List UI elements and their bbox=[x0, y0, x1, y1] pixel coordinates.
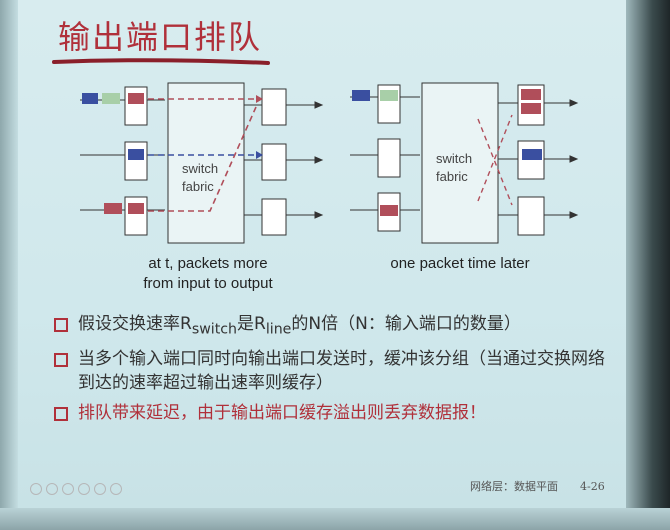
right-edge-shadow bbox=[626, 0, 670, 530]
packet-green bbox=[102, 93, 120, 104]
caption-left-line1: at t, packets more bbox=[148, 255, 268, 272]
switch-fabric-right bbox=[421, 82, 499, 244]
caption-left: at t, packets more from input to output bbox=[118, 254, 298, 294]
fabric-label-right-1: switch bbox=[436, 151, 472, 166]
bullet-2-text: 当多个输入端口同时向输出端口发送时，缓冲该分组（当通过交换网络到达的速率超过输出… bbox=[78, 349, 605, 394]
bullet-box-icon bbox=[54, 407, 68, 422]
output-port-3 bbox=[517, 196, 545, 236]
fabric-label-left-1: switch bbox=[182, 161, 218, 176]
bullet-box-icon bbox=[54, 318, 68, 332]
bullet-list: 假设交换速率Rswitch是Rline的N倍（N：输入端口的数量） 当多个输入端… bbox=[54, 312, 614, 431]
bullet-2: 当多个输入端口同时向输出端口发送时，缓冲该分组（当通过交换网络到达的速率超过输出… bbox=[54, 347, 614, 395]
packet-blue bbox=[82, 93, 98, 104]
left-edge-shadow bbox=[0, 0, 18, 530]
bullet-1-tail: 的N倍（N：输入端口的数量） bbox=[291, 314, 521, 334]
nav-next-icon[interactable] bbox=[78, 483, 90, 495]
packet-green bbox=[380, 90, 398, 101]
caption-right-text: one packet time later bbox=[390, 255, 530, 272]
output-port-1 bbox=[261, 88, 287, 126]
title-underline bbox=[52, 58, 270, 65]
output-queueing-diagram: switch fabric switch fabric bbox=[80, 82, 579, 244]
bottom-strip bbox=[0, 508, 670, 530]
bullet-1-sub2: line bbox=[265, 321, 292, 338]
bullet-1-text: 假设交换速率R bbox=[78, 314, 192, 334]
packet-blue bbox=[128, 149, 144, 160]
nav-last-icon[interactable] bbox=[94, 483, 106, 495]
bullet-1-sub1: switch bbox=[191, 321, 238, 338]
bullet-1-mid: 是R bbox=[237, 314, 266, 334]
bullet-3-text: 排队带来延迟，由于输出端口缓存溢出则丢弃数据报！ bbox=[78, 403, 486, 424]
output-port-3 bbox=[261, 198, 287, 236]
packet-red bbox=[128, 203, 144, 214]
bullet-1: 假设交换速率Rswitch是Rline的N倍（N：输入端口的数量） bbox=[54, 312, 614, 341]
slide-nav-controls[interactable] bbox=[30, 480, 126, 499]
nav-menu-icon[interactable] bbox=[62, 483, 74, 495]
packet-red bbox=[104, 203, 122, 214]
packet-blue bbox=[522, 149, 542, 160]
packet-red bbox=[380, 205, 398, 216]
output-port-2 bbox=[261, 143, 287, 181]
caption-left-line2: from input to output bbox=[143, 275, 273, 292]
slide-footer: 网络层：数据平面 4-26 bbox=[470, 478, 605, 494]
packet-blue bbox=[352, 90, 370, 101]
footer-label: 网络层：数据平面 bbox=[470, 480, 558, 493]
fabric-label-left-2: fabric bbox=[182, 179, 214, 194]
input-port-2 bbox=[124, 141, 148, 181]
bullet-box-icon bbox=[54, 353, 68, 368]
nav-prev-icon[interactable] bbox=[46, 483, 58, 495]
input-port-1 bbox=[124, 86, 148, 126]
caption-right: one packet time later bbox=[370, 254, 550, 274]
packet-red bbox=[521, 103, 541, 114]
bullet-3: 排队带来延迟，由于输出端口缓存溢出则丢弃数据报！ bbox=[54, 401, 614, 425]
slide-title: 输出端口排队 bbox=[58, 18, 263, 56]
input-port-2 bbox=[377, 138, 401, 178]
packet-red bbox=[128, 93, 144, 104]
nav-search-icon[interactable] bbox=[110, 483, 122, 495]
input-port-3 bbox=[124, 196, 148, 236]
packet-red bbox=[521, 89, 541, 100]
fabric-label-right-2: fabric bbox=[436, 169, 468, 184]
nav-first-icon[interactable] bbox=[30, 483, 42, 495]
page-number: 4-26 bbox=[580, 480, 605, 493]
